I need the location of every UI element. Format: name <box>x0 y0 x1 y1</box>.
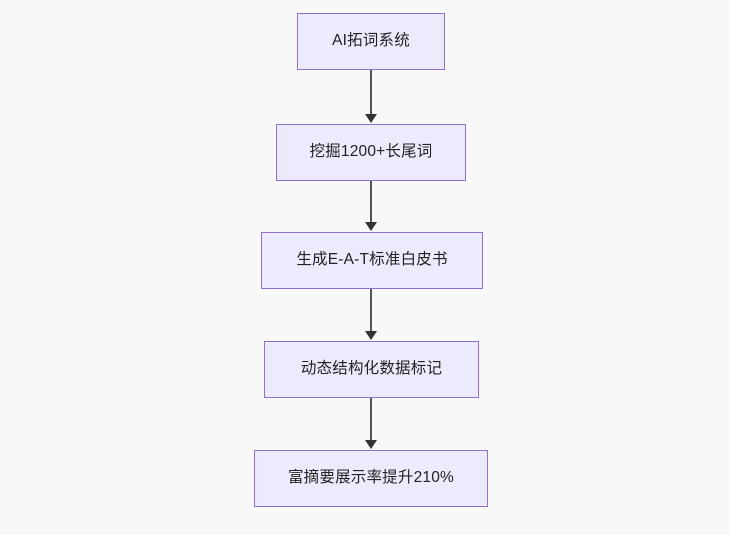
flow-connector-2 <box>370 181 372 223</box>
flow-node-label: 动态结构化数据标记 <box>300 360 443 378</box>
flow-connector-1 <box>370 70 372 115</box>
arrow-down-icon <box>365 222 377 231</box>
flow-node-label: 富摘要展示率提升210% <box>287 469 455 487</box>
flow-node-label: 挖掘1200+长尾词 <box>309 143 433 161</box>
flow-node-label: AI拓词系统 <box>332 32 410 50</box>
flow-connector-3 <box>370 289 372 332</box>
flow-node-generate-eat-whitepaper[interactable]: 生成E-A-T标准白皮书 <box>261 232 483 289</box>
arrow-down-icon <box>365 114 377 123</box>
flow-node-ai-keyword-system[interactable]: AI拓词系统 <box>297 13 445 70</box>
arrow-down-icon <box>365 331 377 340</box>
flow-node-dynamic-structured-data-markup[interactable]: 动态结构化数据标记 <box>264 341 479 398</box>
flow-node-label: 生成E-A-T标准白皮书 <box>296 251 448 269</box>
arrow-down-icon <box>365 440 377 449</box>
flow-connector-4 <box>370 398 372 441</box>
flow-node-rich-snippet-impression-uplift[interactable]: 富摘要展示率提升210% <box>254 450 488 507</box>
flow-node-mine-longtail-keywords[interactable]: 挖掘1200+长尾词 <box>276 124 466 181</box>
